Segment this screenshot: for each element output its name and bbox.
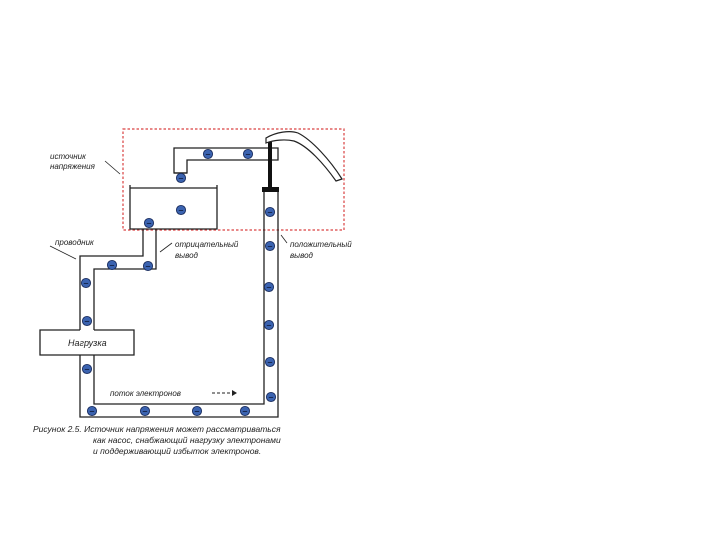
figure-caption-line2: как насос, снабжающий нагрузку электрона… (93, 435, 281, 445)
electron-minus-sign: − (178, 174, 184, 182)
leaders (49, 160, 288, 260)
electron-minus-sign: − (194, 407, 200, 415)
electron: − (191, 405, 203, 417)
electron-dot (139, 405, 151, 417)
electron: − (263, 319, 275, 331)
electron-minus-sign: − (267, 242, 273, 250)
electrons: − − − − − − − − − − − − − − − − − − − − (80, 148, 277, 417)
electron-dot (81, 315, 93, 327)
negative-terminal-label-line2: вывод (175, 251, 199, 260)
voltage-source-boundary (122, 128, 345, 231)
pump-rod (268, 142, 272, 190)
pump-pipe (173, 147, 279, 174)
electron-dot (202, 148, 214, 160)
negative-terminal-leader (159, 242, 173, 253)
electron-minus-sign: − (145, 262, 151, 270)
electron: − (86, 405, 98, 417)
voltage-source-label-line2: напряжения (50, 162, 96, 171)
electron: − (175, 204, 187, 216)
electron: − (81, 363, 93, 375)
electron-minus-sign: − (109, 261, 115, 269)
electron-dot (264, 356, 276, 368)
electron-minus-sign: − (267, 208, 273, 216)
electron-dot (265, 391, 277, 403)
electron-dot (81, 363, 93, 375)
voltage-source-leader (104, 160, 121, 175)
electron-dot (175, 204, 187, 216)
load-label: Нагрузка (68, 338, 107, 348)
negative-terminal-label-line1: отрицательный (175, 240, 239, 249)
electron: − (239, 405, 251, 417)
electron-minus-sign: − (84, 365, 90, 373)
electron-minus-sign: − (242, 407, 248, 415)
electron-minus-sign: − (266, 283, 272, 291)
electron-dot (264, 206, 276, 218)
electron-flow-arrowhead (232, 390, 237, 396)
electron: − (143, 217, 155, 229)
positive-terminal-label-line1: положительный (290, 240, 352, 249)
electron-minus-sign: − (267, 358, 273, 366)
load-block (39, 329, 135, 356)
voltage-source-label-line1: источник (50, 152, 87, 161)
electron-flow-label: поток электронов (110, 389, 181, 398)
positive-terminal-plate (262, 187, 279, 192)
conductor-outer-edge (79, 191, 279, 418)
conductor-leader (49, 245, 77, 260)
electron-minus-sign: − (89, 407, 95, 415)
electron-minus-sign: − (83, 279, 89, 287)
electron-dot (263, 281, 275, 293)
electron: − (264, 206, 276, 218)
electron-dot (242, 148, 254, 160)
electron-minus-sign: − (146, 219, 152, 227)
electron-dot (106, 259, 118, 271)
electron: − (139, 405, 151, 417)
positive-terminal-leader (280, 234, 288, 244)
electron: − (264, 240, 276, 252)
electron-dot (142, 260, 154, 272)
figure-caption-line1: Рисунок 2.5. Источник напряжения может р… (33, 424, 281, 434)
electron: − (80, 277, 92, 289)
electron: − (106, 259, 118, 271)
electron-dot (80, 277, 92, 289)
electron-dot (239, 405, 251, 417)
electron-minus-sign: − (266, 321, 272, 329)
electron-dot (191, 405, 203, 417)
figure-caption-line3: и поддерживающий избыток электронов. (93, 446, 261, 456)
electron: − (142, 260, 154, 272)
electron-minus-sign: − (84, 317, 90, 325)
electron: − (175, 172, 187, 184)
conductor-loop (79, 191, 279, 418)
electron-dot (175, 172, 187, 184)
electron-minus-sign: − (205, 150, 211, 158)
electron-minus-sign: − (268, 393, 274, 401)
tank-vessel (129, 185, 218, 230)
electron: − (264, 356, 276, 368)
electron-dot (264, 240, 276, 252)
pump-handle (265, 131, 343, 182)
electron: − (263, 281, 275, 293)
electron-minus-sign: − (142, 407, 148, 415)
conductor-label: проводник (55, 238, 95, 247)
electron-minus-sign: − (178, 206, 184, 214)
positive-terminal-label-line2: вывод (290, 251, 314, 260)
electron: − (81, 315, 93, 327)
electron-minus-sign: − (245, 150, 251, 158)
electron-dot (263, 319, 275, 331)
electron: − (265, 391, 277, 403)
electron: − (202, 148, 214, 160)
electron: − (242, 148, 254, 160)
electron-dot (86, 405, 98, 417)
conductor-inner-edge (93, 191, 265, 405)
electron-dot (143, 217, 155, 229)
